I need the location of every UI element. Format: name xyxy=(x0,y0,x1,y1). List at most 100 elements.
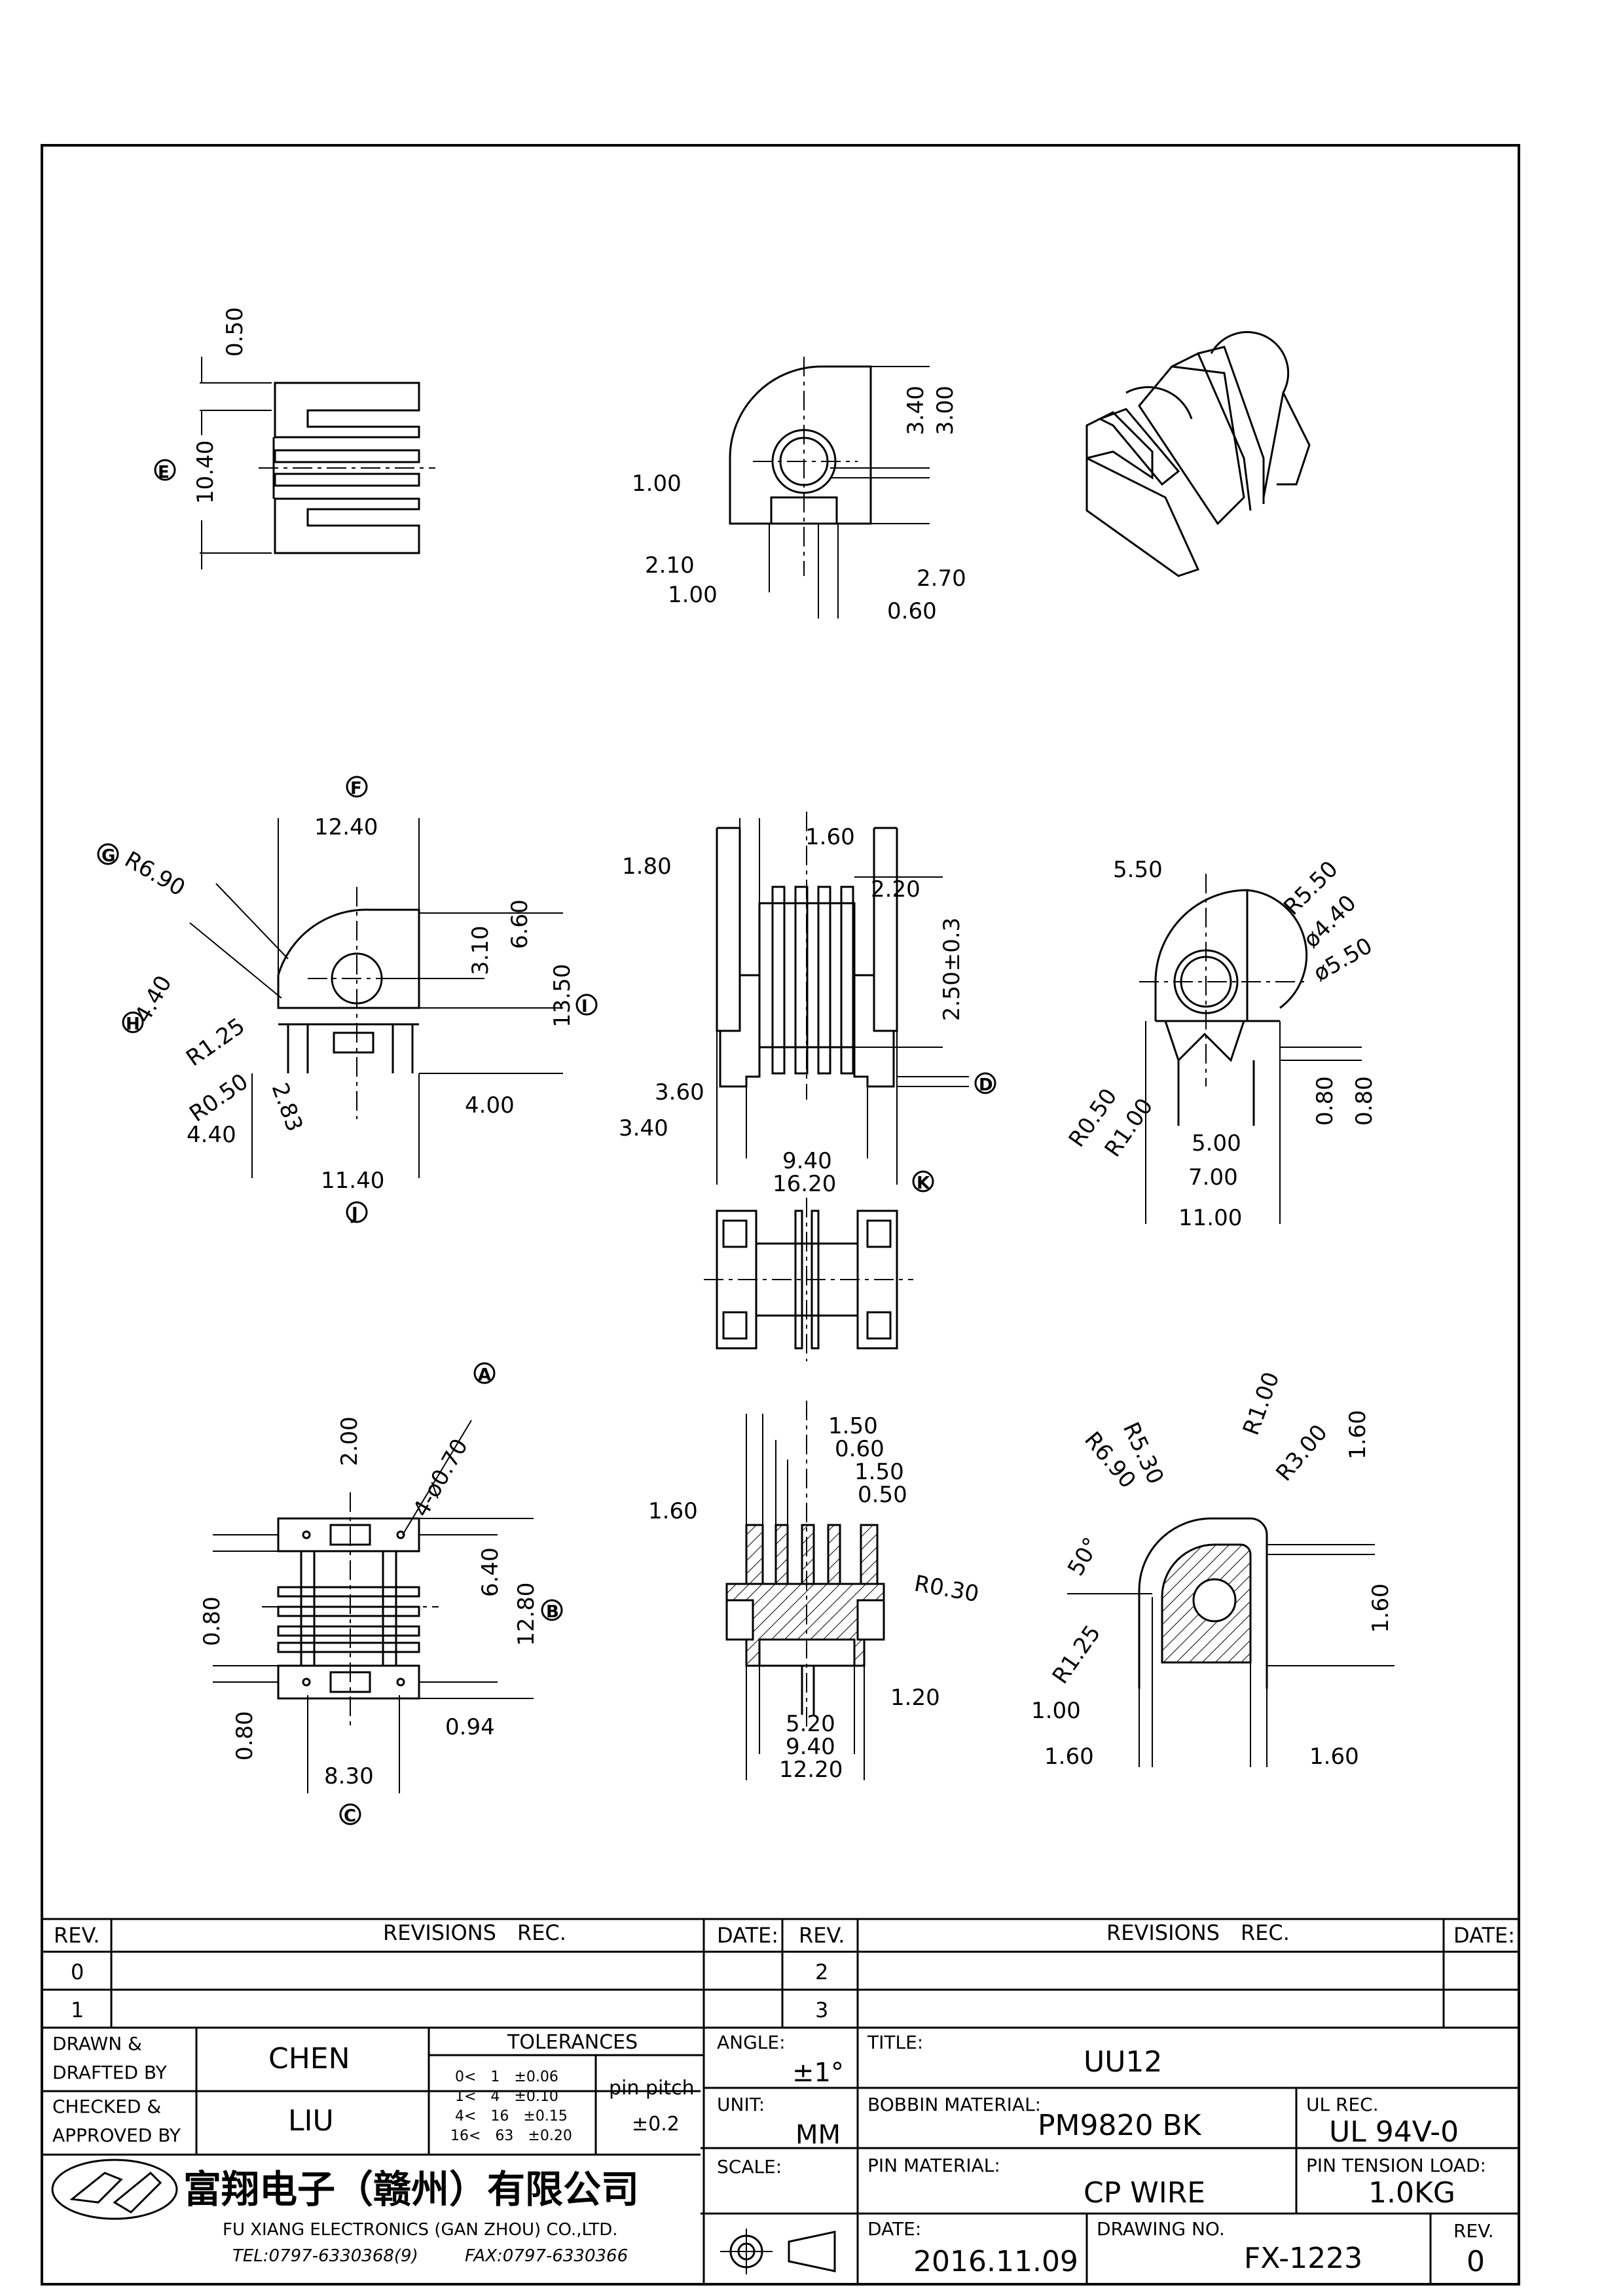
mid-dim-2-50: 2.50±0.3 xyxy=(939,918,965,1021)
tb-rev-row-3: 3 xyxy=(815,1998,828,2022)
det-dim-r3-00: R3.00 xyxy=(1271,1420,1332,1486)
det-dim-1-60c: 1.60 xyxy=(1044,1744,1094,1770)
bottom-view xyxy=(213,1362,563,1825)
front-dim-12-40: 12.40 xyxy=(314,814,378,840)
top-dim-3-40: 3.40 xyxy=(903,386,929,435)
side-dim-10-40: 10.40 xyxy=(192,440,219,504)
top-view xyxy=(729,357,930,619)
top-dim-2-10: 2.10 xyxy=(645,552,695,579)
tb-company-cn: 富翔电子（赣州）有限公司 xyxy=(183,2167,639,2212)
tb-ul-label: UL REC. xyxy=(1306,2094,1379,2115)
mid-dim-2-20: 2.20 xyxy=(871,876,921,903)
label-h: H xyxy=(126,1014,140,1034)
tb-date-label: DATE: xyxy=(867,2218,921,2240)
tb-tel: TEL:0797-6330368(9) xyxy=(232,2246,418,2266)
mid-dim-1-80: 1.80 xyxy=(622,853,672,880)
tb-title-label: TITLE: xyxy=(867,2032,923,2053)
front-dim-4-00: 4.00 xyxy=(465,1092,515,1119)
tb-angle-value: ±1° xyxy=(792,2058,844,2088)
tb-pin-tension-label: PIN TENSION LOAD: xyxy=(1306,2155,1486,2176)
top-dim-1-00: 1.00 xyxy=(632,471,682,497)
bottom-dim-6-40: 6.40 xyxy=(477,1547,503,1597)
det-dim-1-60a: 1.60 xyxy=(1345,1410,1371,1460)
front-dim-r0-50: R0.50 xyxy=(185,1069,253,1128)
front-dim-4-40b: 4.40 xyxy=(187,1122,236,1148)
sec-dim-5-20: 5.20 xyxy=(786,1711,835,1737)
fx-logo-mark xyxy=(69,2172,123,2204)
front-view xyxy=(97,776,598,1223)
tb-bobbin-label: BOBBIN MATERIAL: xyxy=(867,2094,1041,2115)
sheet-border xyxy=(41,144,1520,2286)
tb-tol-row-3: 16< 63 ±0.20 xyxy=(450,2128,572,2144)
mid-dim-1-60: 1.60 xyxy=(805,824,855,850)
det-dim-1-60d: 1.60 xyxy=(1309,1744,1359,1770)
right-dim-0-80a: 0.80 xyxy=(1312,1076,1338,1126)
tb-rev-value: 0 xyxy=(1467,2245,1485,2278)
det-dim-r1-00: R1.00 xyxy=(1238,1369,1285,1439)
sec-dim-0-60: 0.60 xyxy=(835,1436,884,1462)
front-dim-6-60: 6.60 xyxy=(507,899,533,949)
tb-rev-row-2: 2 xyxy=(815,1960,828,1984)
tb-rev-label: REV. xyxy=(1453,2220,1494,2242)
sec-dim-0-50: 0.50 xyxy=(858,1482,907,1508)
bottom-dim-8-30: 8.30 xyxy=(324,1763,374,1789)
tb-tol-row-1: 1< 4 ±0.10 xyxy=(455,2089,558,2105)
top-dim-3-00: 3.00 xyxy=(932,386,958,435)
bottom-dim-2-00: 2.00 xyxy=(337,1416,363,1466)
right-dim-0-80b: 0.80 xyxy=(1351,1076,1377,1126)
label-i: I xyxy=(581,997,588,1016)
tb-ul-value: UL 94V-0 xyxy=(1329,2115,1459,2149)
front-dim-3-10: 3.10 xyxy=(467,925,494,975)
label-a: A xyxy=(478,1365,491,1385)
right-dim-5-00: 5.00 xyxy=(1192,1130,1241,1157)
tb-bobbin-value: PM9820 BK xyxy=(1038,2109,1202,2142)
tb-company-en: FU XIANG ELECTRONICS (GAN ZHOU) CO.,LTD. xyxy=(223,2220,618,2240)
mid-dim-3-60: 3.60 xyxy=(655,1079,704,1105)
tb-drawn-by: CHEN xyxy=(268,2042,350,2075)
tb-pin-tension-value: 1.0KG xyxy=(1368,2176,1455,2210)
middle-view xyxy=(704,812,996,1361)
top-dim-0-60: 0.60 xyxy=(887,598,937,624)
tb-drawn-label-1: DRAWN & xyxy=(52,2033,142,2054)
tb-pin-pitch-value: ±0.2 xyxy=(632,2113,680,2136)
det-dim-1-00: 1.00 xyxy=(1031,1698,1081,1724)
tb-tol-row-2: 4< 16 ±0.15 xyxy=(455,2108,568,2125)
isometric-view xyxy=(1085,331,1311,577)
label-c: C xyxy=(344,1806,356,1826)
tb-tol-row-0: 0< 1 ±0.06 xyxy=(455,2069,558,2085)
label-f: F xyxy=(350,779,362,798)
mid-dim-9-40: 9.40 xyxy=(782,1148,832,1174)
top-dim-2-70: 2.70 xyxy=(917,565,966,592)
title-block xyxy=(42,1918,1519,2284)
bottom-dim-4-o0-70: 4-ø0.70 xyxy=(408,1435,473,1522)
tb-revisions-header-right: REVISIONS REC. xyxy=(1106,1920,1290,1945)
tb-date-header-right: DATE: xyxy=(1453,1923,1515,1948)
front-dim-2-83: 2.83 xyxy=(266,1079,308,1135)
front-dim-13-50: 13.50 xyxy=(549,964,575,1028)
tb-checked-label-2: APPROVED BY xyxy=(52,2125,181,2146)
label-k: K xyxy=(917,1174,930,1193)
tb-rev-header-left: REV. xyxy=(54,1923,100,1948)
tb-rev-row-0: 0 xyxy=(71,1960,84,1984)
tb-angle-label: ANGLE: xyxy=(717,2032,786,2053)
tb-pin-material-value: CP WIRE xyxy=(1084,2176,1205,2210)
tb-drawn-label-2: DRAFTED BY xyxy=(52,2062,168,2083)
tb-pin-material-label: PIN MATERIAL: xyxy=(867,2155,1000,2176)
label-d: D xyxy=(979,1075,993,1095)
det-dim-r1-25: R1.25 xyxy=(1048,1621,1106,1689)
section-view xyxy=(725,1401,885,1780)
front-dim-11-40: 11.40 xyxy=(321,1168,384,1194)
front-dim-r1-25: R1.25 xyxy=(181,1013,249,1072)
tb-rev-header-right: REV. xyxy=(799,1923,845,1948)
tb-date-header-left: DATE: xyxy=(717,1923,778,1948)
tb-tolerances-title: TOLERANCES xyxy=(507,2031,638,2054)
tb-approved-by: LIU xyxy=(288,2104,334,2138)
tb-rev-row-1: 1 xyxy=(71,1998,84,2022)
side-dim-0-50: 0.50 xyxy=(222,307,248,357)
right-dim-7-00: 7.00 xyxy=(1188,1164,1238,1191)
tb-title-value: UU12 xyxy=(1084,2045,1162,2079)
side-view xyxy=(154,357,435,569)
tb-drawing-no-value: FX-1223 xyxy=(1244,2242,1362,2275)
det-dim-50deg: 50° xyxy=(1063,1533,1105,1580)
